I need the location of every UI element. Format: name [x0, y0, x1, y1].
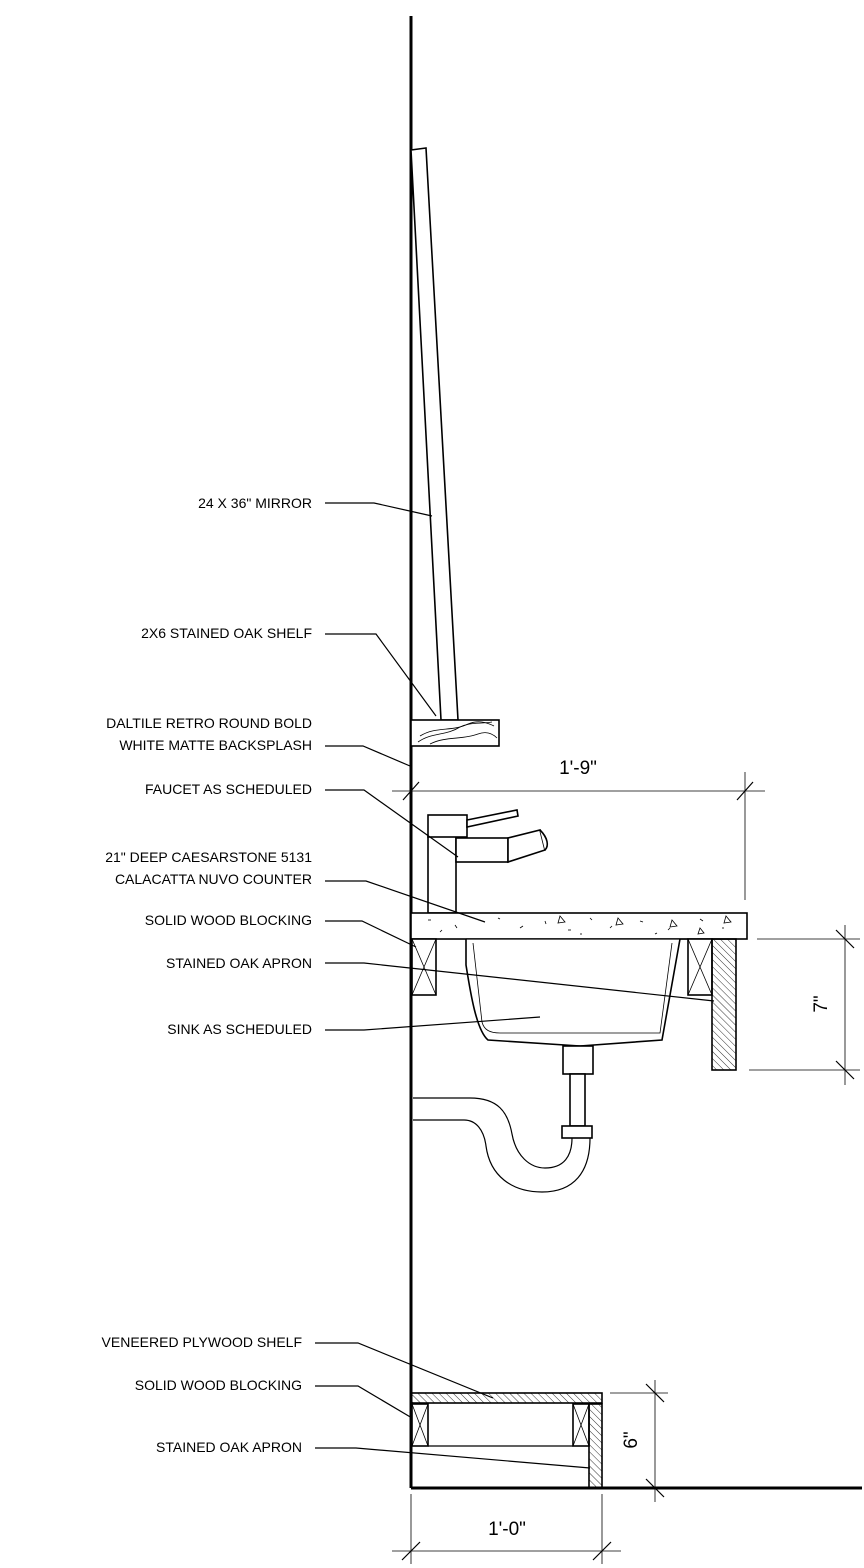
dim-upper-apron-height-text: 7": [811, 995, 832, 1012]
dim-shelf-depth: 1'-0": [392, 1494, 621, 1564]
upper-oak-shelf: [410, 719, 500, 747]
lower-wood-blocking-right: [572, 1403, 590, 1447]
upper-wood-blocking-left: [411, 938, 437, 996]
upper-oak-apron: [711, 938, 737, 1071]
callout-lower-blocking: SOLID WOOD BLOCKING: [135, 1377, 413, 1419]
callout-upper-blocking: SOLID WOOD BLOCKING: [145, 912, 417, 948]
callout-backsplash: DALTILE RETRO ROUND BOLD WHITE MATTE BAC…: [106, 715, 411, 767]
label-lower-apron: STAINED OAK APRON: [156, 1439, 302, 1455]
callout-upper-shelf: 2X6 STAINED OAK SHELF: [141, 625, 437, 717]
label-faucet: FAUCET AS SCHEDULED: [145, 781, 312, 797]
label-counter-line1: 21" DEEP CAESARSTONE 5131: [105, 849, 312, 865]
label-counter-line2: CALACATTA NUVO COUNTER: [115, 871, 312, 887]
label-mirror: 24 X 36" MIRROR: [198, 495, 312, 511]
faucet: [427, 809, 549, 914]
label-upper-apron: STAINED OAK APRON: [166, 955, 312, 971]
callout-faucet: FAUCET AS SCHEDULED: [145, 781, 459, 858]
callout-upper-apron: STAINED OAK APRON: [166, 955, 715, 1002]
dim-counter-depth-text: 1'-9": [559, 758, 597, 779]
upper-wood-blocking-right: [687, 938, 713, 996]
label-plywood-shelf: VENEERED PLYWOOD SHELF: [102, 1334, 302, 1350]
callout-plywood-shelf: VENEERED PLYWOOD SHELF: [102, 1334, 494, 1399]
callout-mirror: 24 X 36" MIRROR: [198, 495, 433, 517]
callout-lower-apron: STAINED OAK APRON: [156, 1439, 591, 1469]
dim-lower-apron-height-text: 6": [621, 1431, 642, 1448]
label-backsplash-line2: WHITE MATTE BACKSPLASH: [119, 737, 312, 753]
dim-upper-apron-height: 7": [749, 925, 860, 1085]
dim-shelf-depth-text: 1'-0": [488, 1519, 526, 1540]
callout-sink: SINK AS SCHEDULED: [167, 1016, 541, 1037]
label-sink: SINK AS SCHEDULED: [167, 1021, 312, 1037]
p-trap: [413, 1097, 591, 1193]
lower-oak-apron: [588, 1403, 603, 1489]
label-upper-shelf: 2X6 STAINED OAK SHELF: [141, 625, 312, 641]
label-backsplash-line1: DALTILE RETRO ROUND BOLD: [106, 715, 312, 731]
lower-wood-blocking-left: [411, 1403, 429, 1447]
dim-lower-apron-height: 6": [610, 1380, 668, 1502]
sink: [465, 938, 688, 1139]
mirror: [410, 147, 459, 721]
dim-counter-depth: 1'-9": [392, 758, 765, 900]
callout-counter: 21" DEEP CAESARSTONE 5131 CALACATTA NUVO…: [105, 849, 486, 923]
countertop: [410, 912, 748, 940]
lower-plywood-shelf: [410, 1392, 603, 1404]
label-upper-blocking: SOLID WOOD BLOCKING: [145, 912, 312, 928]
label-lower-blocking: SOLID WOOD BLOCKING: [135, 1377, 302, 1393]
